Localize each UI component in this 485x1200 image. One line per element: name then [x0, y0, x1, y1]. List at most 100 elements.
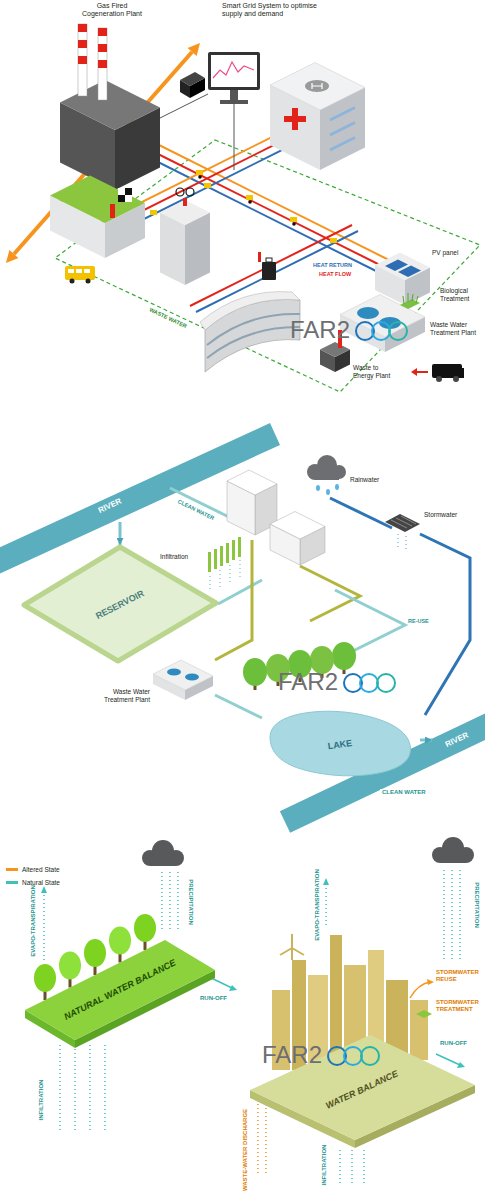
school-bus	[65, 266, 95, 284]
cogeneration-plant	[98, 44, 107, 52]
suitcase-icon	[266, 258, 272, 262]
water-balance-band: NATURAL WATER BALANCE	[25, 935, 215, 1050]
annotation-label: RE-USE	[408, 618, 429, 625]
annotation-label: Waste Water Treatment Plant	[430, 321, 484, 337]
garbage-truck	[453, 376, 459, 382]
annotation-label: EVAPO-TRANSPIRATION	[30, 885, 37, 956]
green-roof-building	[110, 204, 115, 218]
waste-water-plant	[153, 660, 213, 690]
buildings	[227, 470, 325, 565]
smart-grid-monitor	[208, 52, 260, 104]
connector-label: CLEAN WATER	[380, 789, 428, 796]
hospital	[270, 63, 365, 171]
river-band	[0, 434, 485, 822]
infiltration-bed	[220, 546, 223, 566]
water-pipes	[420, 534, 470, 715]
cogeneration-plant	[60, 80, 160, 130]
legend-text: Altered State	[22, 866, 60, 873]
flow-arrow	[436, 1054, 460, 1065]
infiltration-bed	[226, 543, 229, 563]
flow-arrow	[323, 878, 329, 885]
city	[410, 1000, 428, 1060]
forest	[134, 914, 156, 942]
suitcase-icon	[258, 252, 261, 262]
infiltration-bed	[232, 540, 235, 560]
cloud	[150, 856, 176, 866]
rain-cloud	[316, 485, 320, 491]
waste-water-plant	[185, 674, 199, 681]
infiltration-bed	[238, 537, 241, 557]
transformer	[180, 72, 205, 86]
waste-water-plant	[403, 293, 418, 304]
pv-building	[398, 266, 421, 278]
annotation-label: HEAT FLOW	[318, 271, 352, 278]
hospital	[330, 108, 355, 151]
river-band: RIVER	[70, 490, 150, 522]
flow-arrow	[457, 1062, 465, 1068]
office-building	[176, 188, 184, 196]
stormwater-grate	[385, 514, 420, 532]
blob-outline	[270, 711, 410, 776]
watermark: FAR2	[290, 318, 350, 342]
green-roof-building	[50, 176, 145, 224]
suitcase-icon	[258, 252, 276, 280]
curved-building	[200, 292, 300, 372]
pipe-junction	[290, 217, 297, 222]
annotation-label: PRECIPITATION	[472, 882, 479, 927]
waste-water-plant	[153, 660, 213, 700]
natural-flows	[43, 892, 45, 960]
school-bus	[76, 269, 82, 273]
annotation-label: PRECIPITATION	[186, 879, 193, 924]
altered-flows	[410, 982, 430, 998]
connector	[420, 739, 432, 742]
garbage-truck	[411, 368, 417, 376]
trees	[332, 642, 356, 670]
annotation-label: CLEAN WATER	[176, 498, 217, 522]
power-cable	[188, 43, 200, 56]
pipe-junction	[196, 170, 203, 175]
smart-grid-monitor	[211, 55, 257, 87]
suitcase-icon	[262, 262, 276, 280]
infiltration-bed	[208, 552, 211, 572]
annotation-label: Gas Fired Cogeneration Plant	[76, 2, 148, 19]
cloud	[440, 853, 466, 863]
forest	[59, 952, 81, 980]
cogeneration-plant	[98, 28, 107, 36]
watermark-ring	[360, 1046, 380, 1066]
forest	[109, 927, 131, 955]
natural-flows	[325, 882, 327, 925]
green-roof-building	[118, 188, 125, 195]
water-pipes	[300, 566, 360, 621]
annotation-label: HEAT RETURN	[312, 262, 353, 269]
annotation-label: INFILTRATION	[321, 1145, 328, 1186]
school-bus	[65, 266, 95, 280]
infiltration-bed	[208, 537, 241, 592]
annotation-label: Waste Water Treatment Plant	[88, 688, 150, 704]
smart-grid-monitor	[230, 90, 238, 100]
infiltration-bed	[214, 549, 217, 569]
rain-cloud	[315, 470, 339, 480]
annotation-label: STORMWATER TREATMENT	[436, 999, 482, 1013]
natural-flows	[444, 870, 460, 960]
river-band: RIVER	[432, 722, 482, 758]
office-building	[160, 188, 210, 285]
watermark: FAR2	[278, 670, 338, 694]
city	[280, 934, 304, 955]
office-building	[186, 188, 194, 196]
waste-water-plant	[357, 307, 379, 319]
rain-cloud	[307, 455, 346, 495]
annotation-label: Waste to Energy Plant	[353, 364, 397, 380]
cogeneration-plant	[78, 40, 87, 48]
heat-pipes	[160, 94, 208, 118]
buildings	[270, 512, 325, 540]
annotation-label: Smart Grid System to optimise supply and…	[222, 2, 336, 19]
connector	[119, 522, 122, 545]
hospital	[305, 80, 329, 92]
legend-swatch	[6, 868, 18, 871]
heat-pipes	[234, 104, 235, 170]
flow-arrow	[229, 985, 237, 991]
annotation-label: Stormwater	[424, 511, 457, 519]
smart-grid-monitor	[220, 100, 248, 104]
waste-to-energy-plant	[320, 342, 350, 357]
